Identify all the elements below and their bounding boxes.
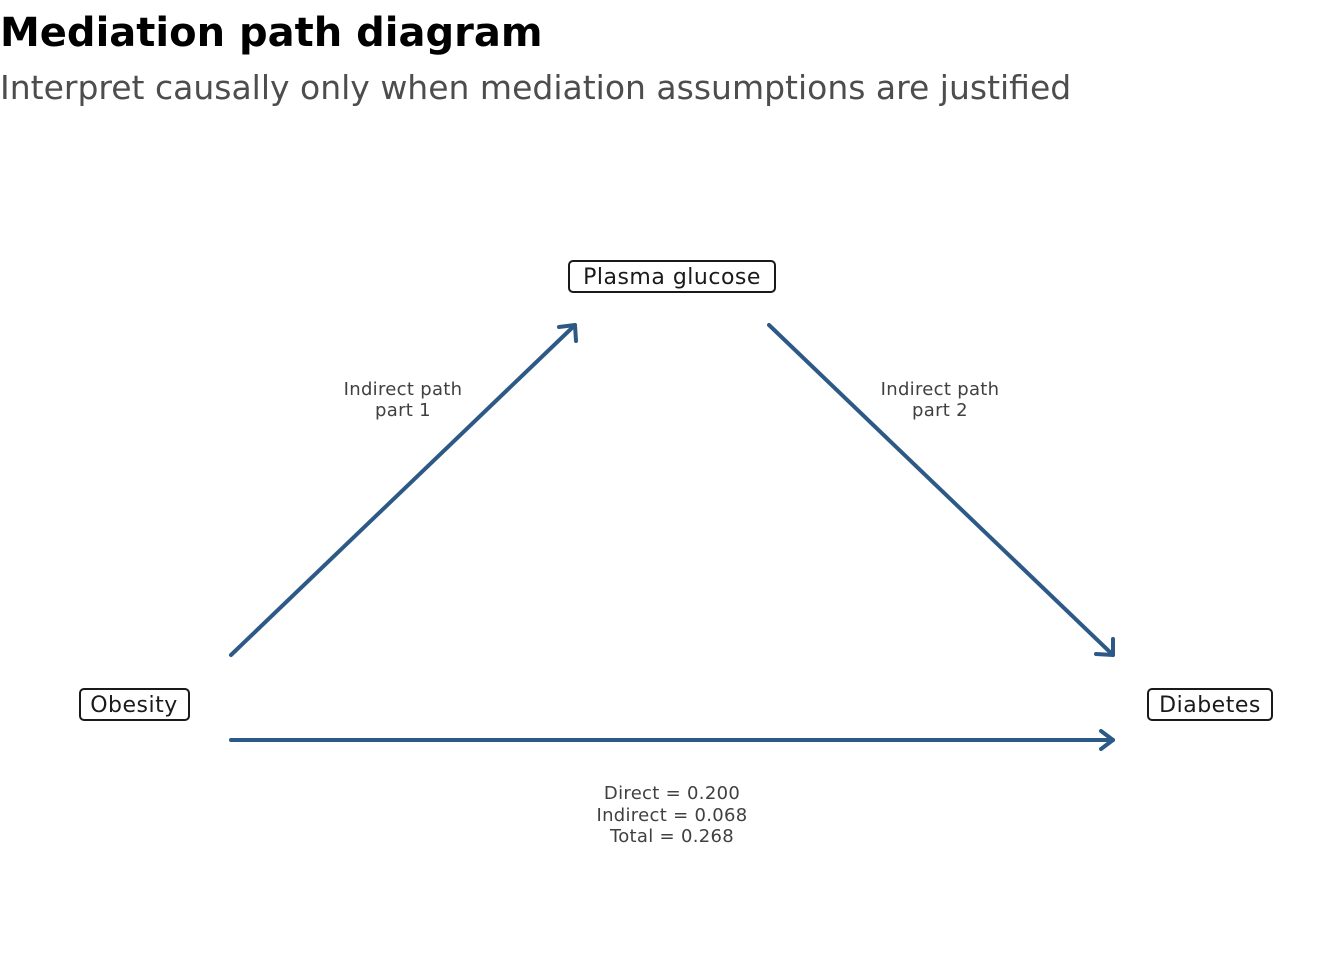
effect-direct-label: Direct = 0.200 (604, 783, 740, 804)
node-mediator: Plasma glucose (568, 260, 776, 293)
edge-mediator-to-outcome (767, 323, 1115, 657)
edge-label-path-b-line-1: Indirect path (881, 379, 1000, 400)
edge-label-path-b-line-2: part 2 (912, 400, 968, 421)
node-exposure: Obesity (79, 688, 190, 721)
edge-label-path-a: Indirect path part 1 (344, 379, 463, 421)
node-outcome: Diabetes (1147, 688, 1273, 721)
diagram-title: Mediation path diagram (0, 10, 543, 56)
edge-exposure-to-outcome (229, 729, 1115, 751)
edge-label-path-a-line-1: Indirect path (344, 379, 463, 400)
edge-label-path-a-line-2: part 1 (375, 400, 431, 421)
effect-indirect-label: Indirect = 0.068 (596, 805, 747, 826)
effect-total-label: Total = 0.268 (609, 826, 734, 847)
edge-label-direct: Direct = 0.200 Indirect = 0.068 Total = … (596, 783, 747, 847)
diagram-subtitle: Interpret causally only when mediation a… (0, 68, 1072, 107)
node-exposure-label: Obesity (90, 693, 178, 718)
edge-label-path-b: Indirect path part 2 (881, 379, 1000, 421)
node-mediator-label: Plasma glucose (583, 265, 761, 290)
node-outcome-label: Diabetes (1159, 693, 1261, 718)
edge-exposure-to-mediator (229, 323, 578, 657)
